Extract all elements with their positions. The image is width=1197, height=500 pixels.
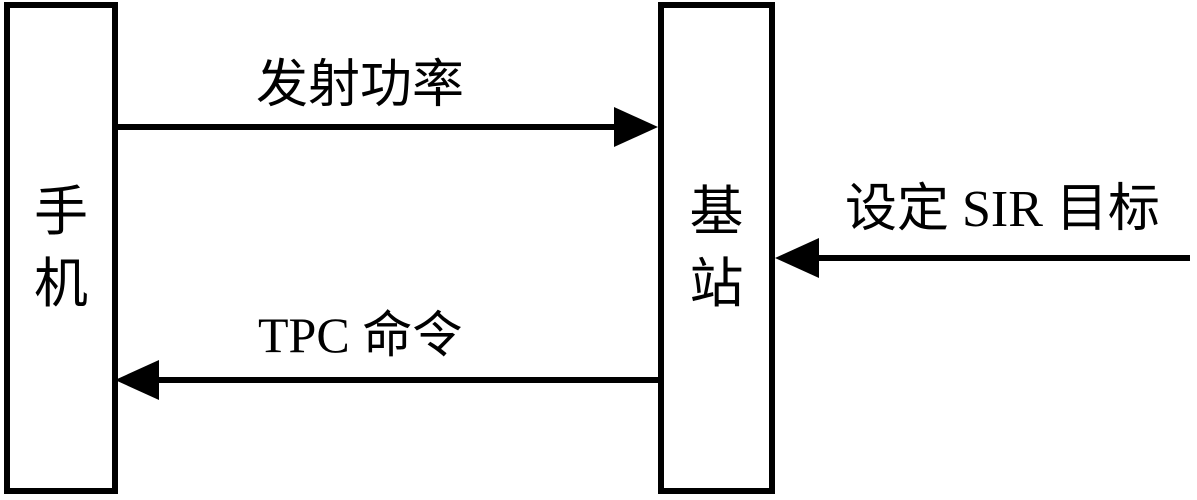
arrow-tpc-command-shaft (157, 377, 661, 383)
node-phone-label-char-1: 手 (34, 182, 88, 242)
node-base-station: 基 站 (658, 2, 775, 494)
node-base-station-label: 基 站 (690, 176, 744, 320)
node-phone-label: 手 机 (34, 176, 88, 320)
node-phone-label-char-2: 机 (34, 254, 88, 314)
arrow-sir-target-label: 设定 SIR 目标 (845, 181, 1160, 238)
node-phone: 手 机 (4, 2, 118, 494)
arrow-tpc-command-label: TPC 命令 (258, 307, 463, 363)
node-base-station-label-char-1: 基 (689, 182, 744, 242)
arrow-sir-target-shaft (817, 255, 1190, 261)
node-base-station-label-char-2: 站 (689, 254, 744, 314)
arrow-sir-target-head-left-icon (775, 238, 819, 278)
arrow-transmit-power-label: 发射功率 (256, 57, 465, 114)
arrow-transmit-power-shaft (112, 124, 616, 130)
arrow-transmit-power-head-right-icon (614, 107, 658, 147)
arrow-tpc-command-head-left-icon (115, 360, 159, 400)
